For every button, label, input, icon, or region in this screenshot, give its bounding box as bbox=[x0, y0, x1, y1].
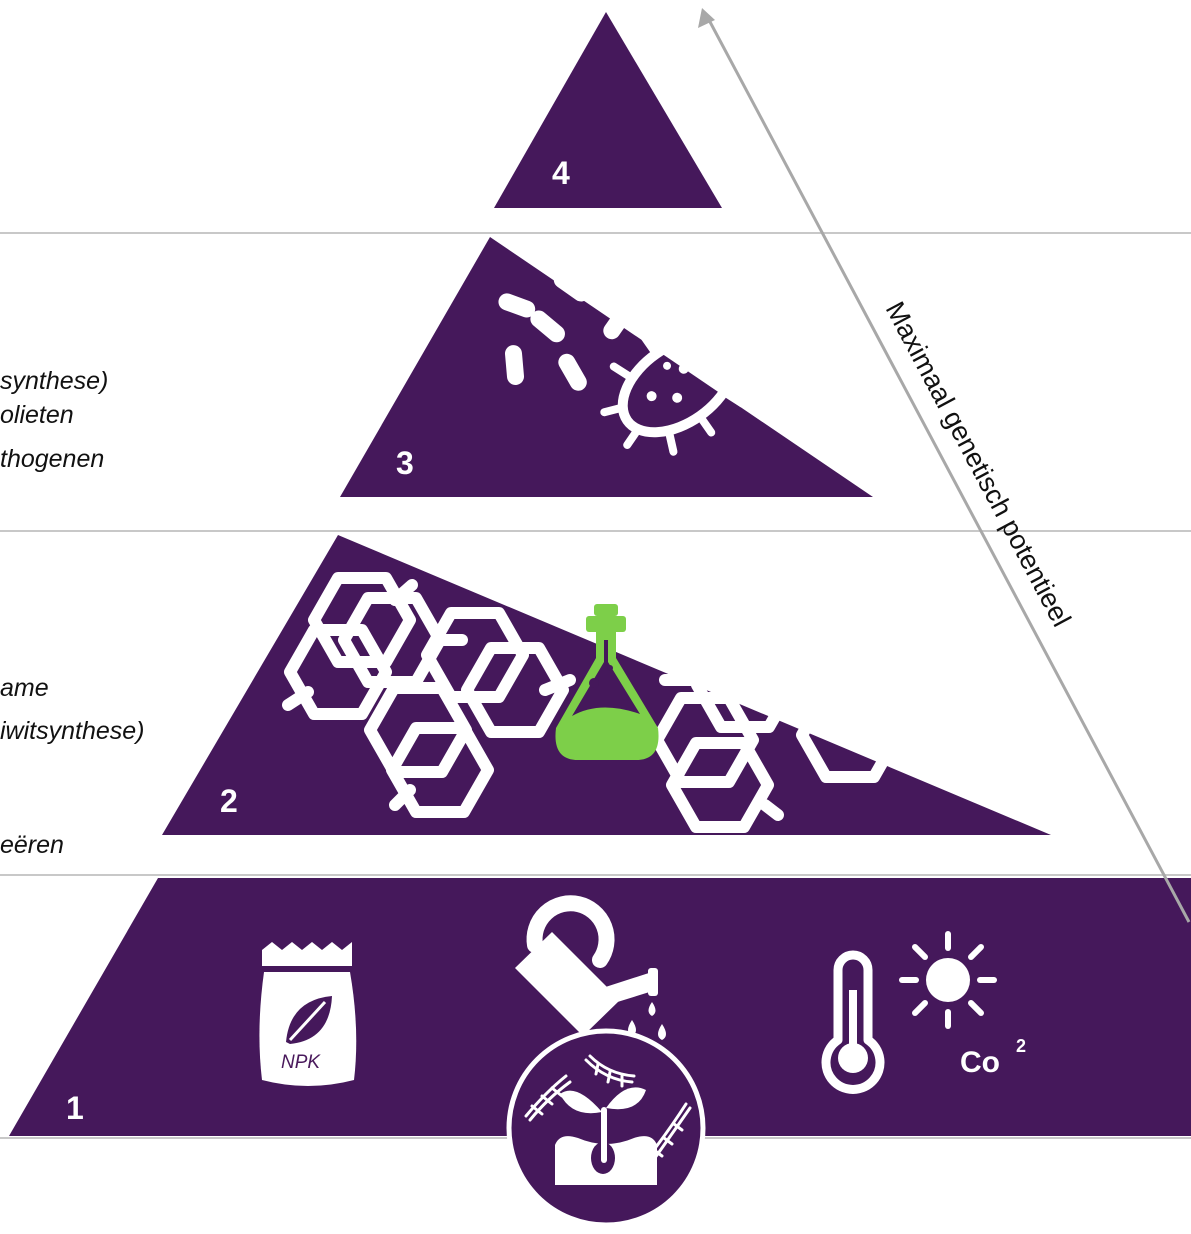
fertilizer-bag-icon: NPK bbox=[259, 942, 357, 1086]
pyramid-level-4 bbox=[494, 12, 722, 208]
level-number-1: 1 bbox=[66, 1090, 84, 1126]
bacteria-icon bbox=[498, 271, 756, 456]
watering-can-icon bbox=[515, 895, 658, 1036]
flask-icon bbox=[555, 604, 659, 760]
level-number-4: 4 bbox=[552, 155, 570, 191]
co2-superscript: 2 bbox=[1016, 1036, 1026, 1056]
co2-label: Co bbox=[960, 1046, 1000, 1079]
axis-label: Maximaal genetisch potentieel bbox=[880, 297, 1077, 632]
level-number-2: 2 bbox=[220, 783, 238, 819]
side-text-level2-line1: ame bbox=[0, 674, 49, 702]
side-text-level2-line3: eëren bbox=[0, 831, 64, 859]
water-drops-icon bbox=[628, 1002, 666, 1040]
thermometer-icon bbox=[821, 950, 885, 1094]
sun-icon bbox=[899, 931, 997, 1029]
side-text-level3-line3: thogenen bbox=[0, 445, 104, 473]
plant-dna-icon bbox=[506, 1028, 706, 1228]
axis-arrow bbox=[698, 8, 1191, 923]
level-number-3: 3 bbox=[396, 445, 414, 481]
npk-label: NPK bbox=[281, 1052, 321, 1073]
side-text-level3-line1: synthese) bbox=[0, 367, 108, 395]
pyramid-level-3 bbox=[340, 237, 873, 497]
side-text-level3-line2: olieten bbox=[0, 401, 74, 429]
side-text-level2-line2: iwitsynthese) bbox=[0, 717, 145, 745]
